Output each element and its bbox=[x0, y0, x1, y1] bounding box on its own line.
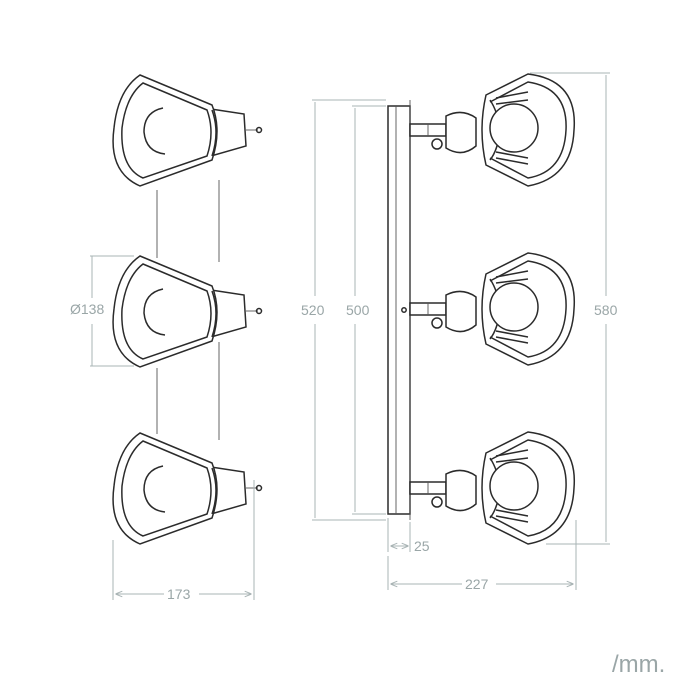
dimension-height-base: 500 bbox=[346, 105, 386, 515]
dimension-height-base-label: 500 bbox=[346, 302, 370, 318]
dimension-width-label: 173 bbox=[167, 586, 191, 602]
front-spot-2 bbox=[112, 255, 263, 368]
dimension-width: 173 bbox=[112, 480, 255, 602]
front-spot-3 bbox=[112, 432, 263, 545]
dimension-depth-base-label: 25 bbox=[414, 538, 430, 554]
side-spot-1 bbox=[409, 73, 576, 187]
dimension-diameter-label: Ø138 bbox=[70, 301, 104, 317]
dimension-depth-total: 227 bbox=[387, 520, 577, 592]
dimension-height-overall: 580 bbox=[530, 72, 618, 545]
side-view bbox=[387, 73, 576, 545]
dimension-depth-base: 25 bbox=[387, 518, 430, 554]
dimension-height-total-label: 520 bbox=[301, 302, 325, 318]
front-view bbox=[112, 74, 263, 545]
center-screw bbox=[401, 307, 407, 313]
dimension-depth-total-label: 227 bbox=[465, 576, 489, 592]
front-spot-1 bbox=[112, 74, 263, 187]
dimension-diameter: Ø138 bbox=[70, 255, 134, 367]
side-spot-3 bbox=[409, 431, 576, 545]
side-spot-2 bbox=[409, 252, 576, 366]
unit-label: /mm. bbox=[612, 651, 665, 678]
dimension-height-total: 520 bbox=[301, 99, 386, 521]
dimension-height-overall-label: 580 bbox=[594, 302, 618, 318]
